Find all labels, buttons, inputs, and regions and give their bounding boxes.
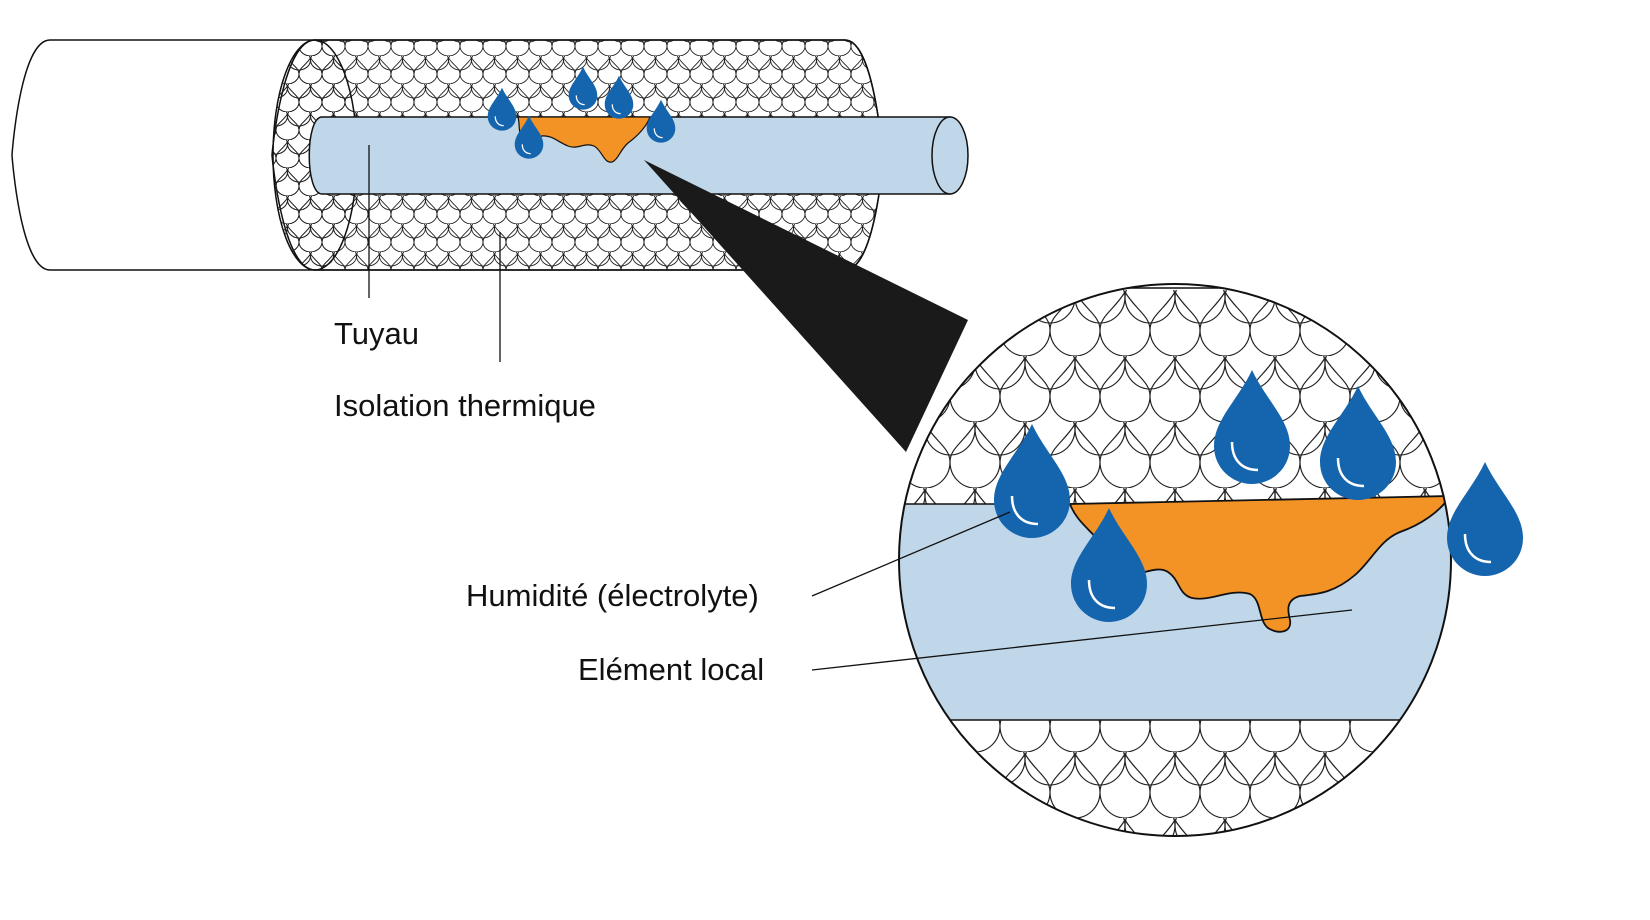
water-droplet-icon: [514, 115, 544, 159]
label-local-element: Elément local: [578, 652, 765, 687]
label-moisture: Humidité (électrolyte): [466, 578, 759, 613]
label-pipe: Tuyau: [334, 316, 420, 351]
water-droplet-icon: [1447, 462, 1523, 576]
water-droplet-icon: [1320, 386, 1396, 500]
pipe-end-cap: [931, 116, 969, 195]
water-droplet-icon: [994, 424, 1070, 538]
label-insulation: Isolation thermique: [334, 388, 596, 423]
water-droplet-icon: [1214, 370, 1290, 484]
water-droplet-icon: [1071, 508, 1147, 622]
magnified-view: [899, 284, 1451, 836]
pipe-assembly: [11, 39, 969, 271]
water-droplet-icon: [568, 66, 598, 110]
water-droplet-icon: [604, 75, 634, 119]
leader-line-moisture: [811, 511, 1011, 597]
leader-line-local-element: [811, 609, 1353, 671]
magnified-view-border: [898, 283, 1452, 837]
pipe-body: [308, 116, 951, 195]
water-droplet-icon: [487, 87, 517, 131]
water-droplet-icon: [646, 99, 676, 143]
insulation-lower: [899, 720, 1451, 836]
zoom-pointer: [644, 160, 968, 452]
